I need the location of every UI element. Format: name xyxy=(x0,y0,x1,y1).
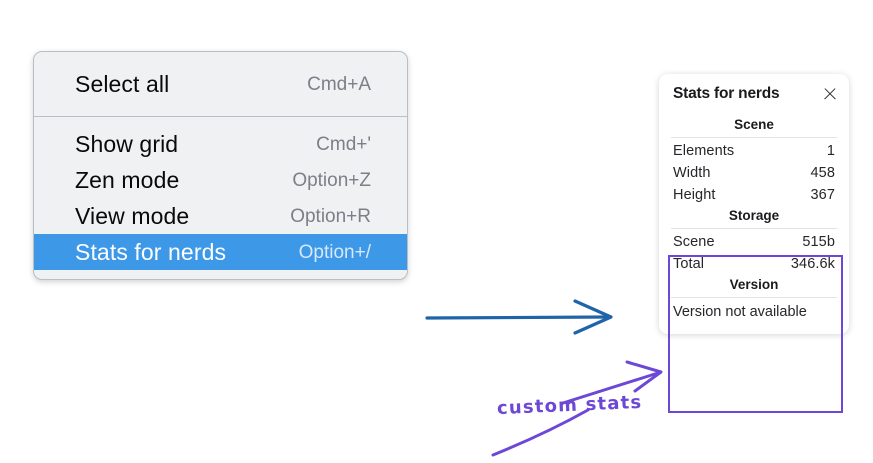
version-section: Version Version not available xyxy=(659,275,849,322)
table-row: Height 367 xyxy=(659,184,849,206)
stat-key: Height xyxy=(673,187,716,203)
menu-item-view-mode[interactable]: View mode Option+R xyxy=(34,198,407,234)
page-title: Stats for nerds xyxy=(673,85,780,102)
divider xyxy=(671,137,837,138)
menu-item-select-all[interactable]: Select all Cmd+A xyxy=(34,66,407,102)
menu-item-label: View mode xyxy=(75,202,190,229)
stat-key: Elements xyxy=(673,143,735,159)
menu-item-shortcut: Option+/ xyxy=(298,241,371,263)
table-row: Total 346.6k xyxy=(659,253,849,275)
menu-section-1: Select all Cmd+A xyxy=(34,52,407,116)
menu-item-stats-for-nerds[interactable]: Stats for nerds Option+/ xyxy=(34,234,407,270)
section-heading-scene: Scene xyxy=(734,117,774,132)
scene-section: Scene Elements 1 Width 458 Height 367 xyxy=(659,115,849,206)
menu-item-zen-mode[interactable]: Zen mode Option+Z xyxy=(34,162,407,198)
menu-section-2: Show grid Cmd+' Zen mode Option+Z View m… xyxy=(34,117,407,279)
table-row: Elements 1 xyxy=(659,140,849,162)
menu-item-shortcut: Cmd+A xyxy=(307,73,371,95)
menu-item-shortcut: Option+Z xyxy=(292,169,371,191)
stat-key: Width xyxy=(673,165,711,181)
section-heading-version: Version xyxy=(729,277,779,292)
table-row: Width 458 xyxy=(659,162,849,184)
menu-item-label: Show grid xyxy=(75,130,179,157)
menu-item-label: Zen mode xyxy=(75,166,180,193)
context-menu[interactable]: Select all Cmd+A Show grid Cmd+' Zen mod… xyxy=(33,51,408,280)
section-heading-storage: Storage xyxy=(728,208,780,223)
stat-value: 367 xyxy=(810,187,835,203)
blue-arrow-annotation xyxy=(425,299,613,335)
menu-item-label: Select all xyxy=(75,70,170,97)
stat-value: 458 xyxy=(810,165,835,181)
menu-divider xyxy=(34,116,407,117)
stats-for-nerds-panel: Stats for nerds Scene Elements 1 Width 4… xyxy=(659,74,849,334)
table-row: Scene 515b xyxy=(659,231,849,253)
menu-item-shortcut: Option+R xyxy=(290,205,371,227)
version-text: Version not available xyxy=(673,304,807,320)
divider xyxy=(671,228,837,229)
menu-item-show-grid[interactable]: Show grid Cmd+' xyxy=(34,126,407,162)
stat-value: 1 xyxy=(826,143,835,159)
panel-header: Stats for nerds xyxy=(659,85,849,103)
custom-stats-pointer-arrow xyxy=(491,360,663,457)
stat-value: 346.6k xyxy=(790,256,835,272)
menu-item-label: Stats for nerds xyxy=(75,238,227,265)
stat-key: Scene xyxy=(673,234,715,250)
menu-item-shortcut: Cmd+' xyxy=(316,133,371,155)
stat-value: 515b xyxy=(802,234,835,250)
storage-section: Storage Scene 515b Total 346.6k xyxy=(659,206,849,275)
close-icon[interactable] xyxy=(822,87,837,102)
stat-key: Total xyxy=(673,256,705,272)
divider xyxy=(671,297,837,298)
